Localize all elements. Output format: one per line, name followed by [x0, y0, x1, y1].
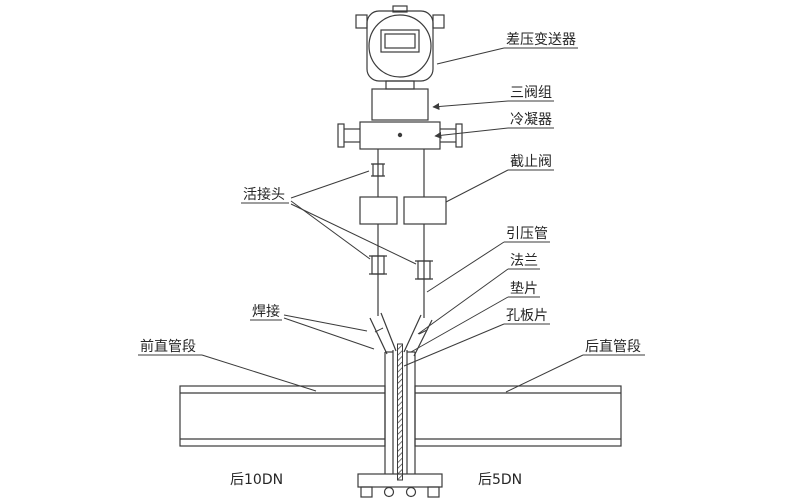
transmitter-right-conduit [432, 14, 445, 29]
orifice-plate-label: 孔板片 [506, 308, 548, 324]
callout-rear-straight-pipe: 后直管段 [505, 338, 645, 393]
orifice-plate-strip [397, 343, 403, 481]
transmitter-display [384, 33, 416, 49]
leader-line [201, 354, 317, 392]
leader-line [436, 47, 505, 65]
welded-taps [369, 312, 433, 357]
tap-left-inner [380, 312, 397, 352]
transmitter-label: 差压变送器 [506, 32, 576, 48]
leader-line [417, 268, 509, 335]
union-joint-label: 活接头 [243, 186, 285, 203]
tap-right-inner [403, 314, 422, 353]
weld-tick-right [418, 329, 428, 335]
callout-condenser: 冷凝器 [434, 112, 554, 139]
bottom-flange-plate [357, 473, 443, 488]
bolt-circle-left [383, 486, 395, 498]
pipe-outline [414, 385, 622, 447]
union-lower-right [415, 260, 433, 280]
manifold-body [371, 88, 429, 121]
orifice-flange-assembly [384, 343, 416, 481]
stop-valve-right [403, 196, 447, 225]
leader-line [403, 323, 505, 367]
bottom-flange [357, 473, 443, 498]
transmitter-display-frame [380, 29, 420, 53]
right-pipe-length-label: 后5DN [478, 472, 522, 488]
callout-union-joint: 活接头 [241, 170, 417, 265]
stop-valves [359, 196, 447, 225]
leader-line [283, 314, 368, 332]
condenser-left-flange [337, 123, 345, 148]
condenser-valve-dot [397, 132, 403, 138]
leader-line [283, 317, 375, 350]
pipe-right-segment [414, 385, 622, 447]
impulse-pipe-label: 引压管 [506, 226, 548, 242]
transmitter-face [368, 14, 432, 78]
rear-straight-pipe-label: 后直管段 [585, 338, 641, 355]
condenser-label: 冷凝器 [510, 112, 552, 128]
dp-transmitter [355, 5, 445, 90]
callout-three-valve-manifold: 三阀组 [432, 85, 554, 110]
three-valve-manifold [371, 88, 429, 121]
tap-left-outer [369, 317, 388, 355]
pipe-outline [179, 385, 386, 447]
transmitter-neck [385, 80, 415, 90]
three-valve-manifold-label: 三阀组 [510, 85, 552, 101]
callout-gasket: 垫片 [410, 281, 540, 353]
pipe-left-segment [179, 385, 386, 447]
transmitter-left-conduit [355, 14, 368, 29]
callout-weld: 焊接 [250, 303, 375, 350]
callout-front-straight-pipe: 前直管段 [138, 338, 317, 392]
callout-impulse-pipe: 引压管 [426, 226, 550, 293]
stop-valve-label: 截止阀 [510, 154, 552, 170]
leader-line [426, 241, 505, 293]
callout-transmitter: 差压变送器 [436, 32, 578, 65]
weld-tick-left [374, 327, 384, 333]
leader-line [434, 127, 509, 139]
flange-label: 法兰 [510, 253, 538, 269]
leader-line [290, 203, 417, 265]
transmitter-housing [366, 10, 434, 82]
transmitter-top-cap [392, 5, 408, 13]
leader-line [445, 169, 509, 203]
bolt-head-right [427, 486, 440, 498]
front-straight-pipe-label: 前直管段 [140, 338, 196, 355]
callout-stop-valve: 截止阀 [445, 154, 554, 203]
leader-line [505, 354, 584, 393]
union-upper-left [371, 163, 385, 177]
bolt-circle-right [405, 486, 417, 498]
leader-line [290, 170, 370, 199]
stop-valve-left [359, 196, 398, 225]
gasket-label: 垫片 [510, 281, 538, 297]
left-pipe-length-label: 后10DN [230, 472, 283, 488]
leader-line [432, 100, 509, 110]
union-lower-left [369, 255, 387, 275]
leader-line [410, 296, 509, 353]
callout-flange: 法兰 [417, 253, 540, 335]
bolt-head-left [360, 486, 373, 498]
weld-label: 焊接 [252, 303, 280, 320]
condenser-right-flange [455, 123, 463, 148]
callout-orifice-plate: 孔板片 [403, 308, 550, 367]
impulse-lines [377, 149, 425, 318]
